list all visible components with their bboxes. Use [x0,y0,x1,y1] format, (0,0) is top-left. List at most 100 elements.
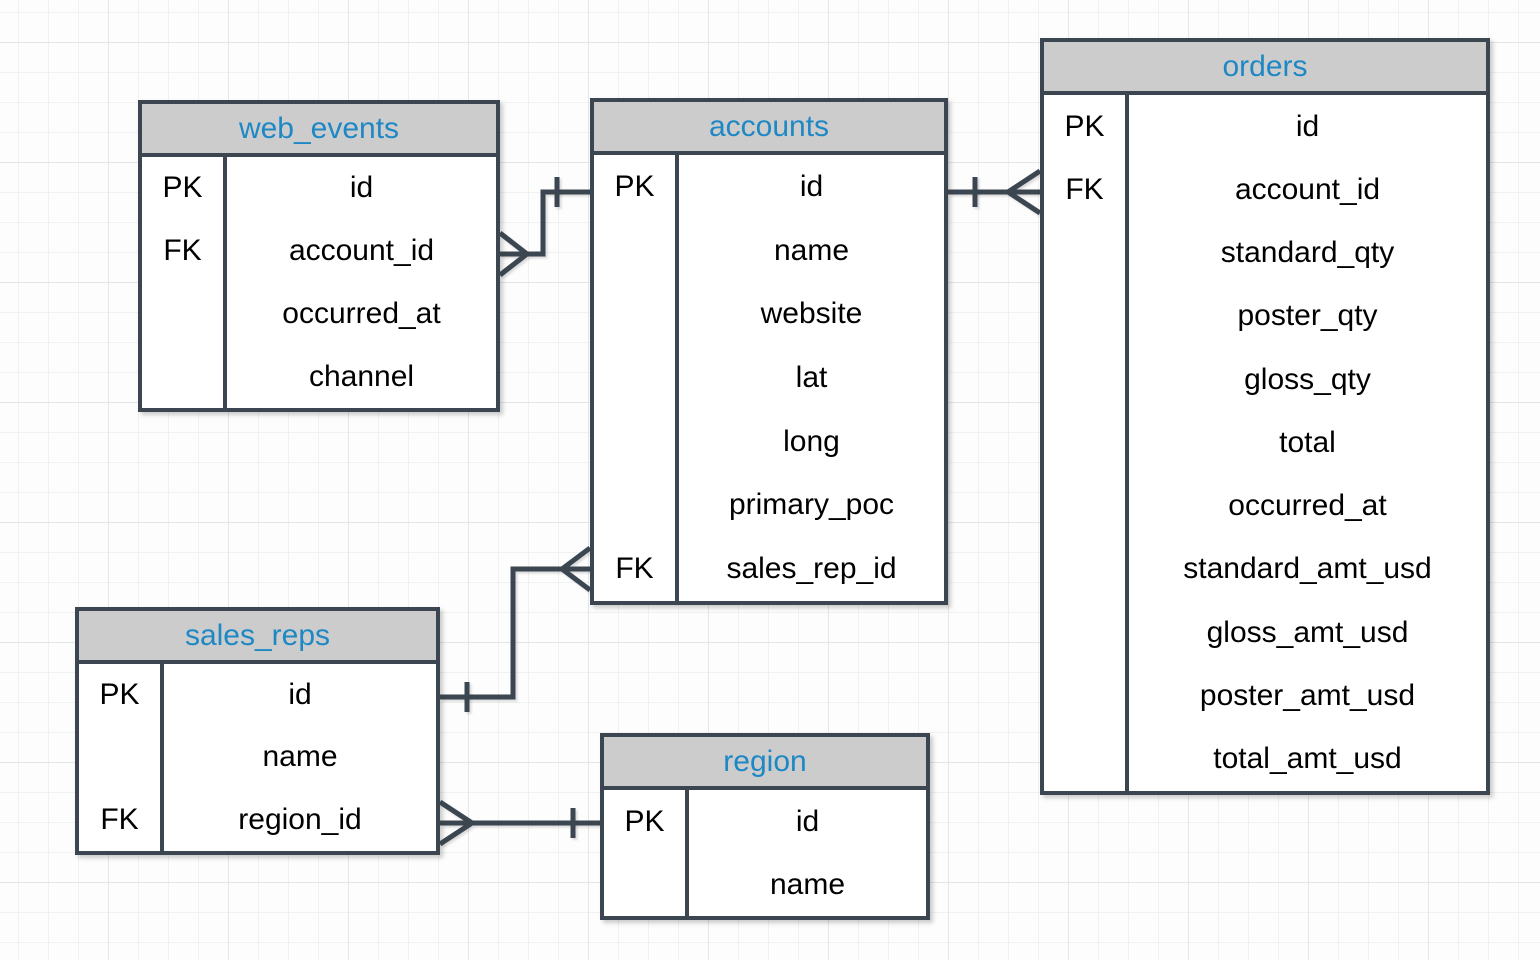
table-title: orders [1222,49,1308,83]
key-flag-cell [79,726,164,789]
key-flag-cell: FK [79,788,164,851]
table-row: PK id [604,790,926,853]
table-row: occurred_at [142,282,496,346]
key-flag-cell [1044,284,1129,349]
field-name-cell: id [288,678,312,712]
key-flag-cell [142,345,227,408]
field-name-cell: id [1295,109,1320,143]
connector-line [440,566,562,700]
table-title: region [723,744,807,778]
key-flag-cell [1044,474,1129,538]
table-title: sales_reps [184,618,331,652]
table-row: PK id [594,155,944,219]
connector-line [527,189,590,257]
table-header: region [604,737,926,790]
field-name-cell: total [1279,425,1336,459]
field-name-cell: total_amt_usd [1213,742,1402,776]
field-name-cell: id [795,804,820,838]
field-name-cell: lat [795,361,828,395]
table-header: orders [1044,42,1486,95]
key-flag-cell [594,409,679,474]
table-row: gloss_qty [1044,348,1486,412]
table-region[interactable]: region PK id name [600,733,930,920]
field-name-cell: name [769,867,846,901]
field-name-cell: channel [308,359,415,393]
key-flag-cell [1044,348,1129,412]
crow-foot-many-icon [498,231,529,277]
field-name-cell: name [773,233,850,267]
table-row: name [79,726,436,789]
key-flag-cell: PK [594,155,679,219]
key-flag-cell: PK [79,664,164,727]
field-name-cell: primary_poc [728,488,895,522]
key-flag-cell [594,282,679,347]
table-header: sales_reps [79,611,436,664]
field-name-cell: long [783,424,840,458]
key-flag-cell [142,282,227,346]
key-flag-cell [594,473,679,538]
table-row: FK region_id [79,788,436,851]
table-header: web_events [142,104,496,157]
key-flag-cell: FK [1044,158,1129,222]
key-flag-cell [594,346,679,410]
table-title: accounts [708,109,830,143]
field-name-cell: region_id [238,802,362,836]
connector-accounts-to-orders[interactable] [948,168,1042,216]
table-header: accounts [594,102,944,155]
field-name-cell: poster_qty [1237,299,1378,333]
table-row: FK account_id [142,219,496,283]
key-flag-cell: PK [1044,95,1129,159]
table-row: poster_amt_usd [1044,664,1486,728]
crow-foot-many-icon [1006,168,1042,216]
field-name-cell: account_id [288,234,435,268]
connector-sales-reps-to-region[interactable] [438,799,600,847]
table-row: name [604,853,926,916]
connector-sales-reps-to-accounts[interactable] [440,546,592,712]
key-flag-cell: FK [594,537,679,602]
table-row: lat [594,346,944,410]
table-row: gloss_amt_usd [1044,601,1486,665]
crow-foot-many-icon [438,799,474,847]
crow-foot-many-icon [560,546,592,592]
key-flag-cell [1044,727,1129,791]
key-flag-cell [594,218,679,283]
table-row: PK id [1044,95,1486,159]
table-row: standard_amt_usd [1044,537,1486,602]
field-name-cell: standard_qty [1220,236,1395,270]
table-row: channel [142,345,496,408]
field-name-cell: id [799,169,824,203]
key-flag-cell [1044,601,1129,665]
table-row: PK id [79,664,436,727]
key-flag-cell [1044,411,1129,475]
key-flag-cell: PK [604,790,689,853]
table-row: long [594,409,944,474]
field-name-cell: poster_amt_usd [1199,679,1416,713]
field-name-cell: name [262,740,338,774]
field-name-cell: website [760,297,863,331]
key-flag-cell [1044,221,1129,285]
table-row: total [1044,411,1486,475]
table-accounts[interactable]: accounts PK id name website lat long primary_p… [590,98,948,605]
key-flag-cell: PK [142,157,227,220]
field-name-cell: account_id [1234,172,1381,206]
connector-web-events-to-accounts[interactable] [498,177,590,277]
key-flag-cell [604,853,689,916]
field-name-cell: gloss_amt_usd [1206,615,1409,649]
field-name-cell: occurred_at [282,296,441,330]
field-name-cell: gloss_qty [1244,362,1371,396]
table-row: standard_qty [1044,221,1486,285]
table-row: total_amt_usd [1044,727,1486,791]
key-flag-cell: FK [142,219,227,283]
table-row: FK account_id [1044,158,1486,222]
table-row: website [594,282,944,347]
